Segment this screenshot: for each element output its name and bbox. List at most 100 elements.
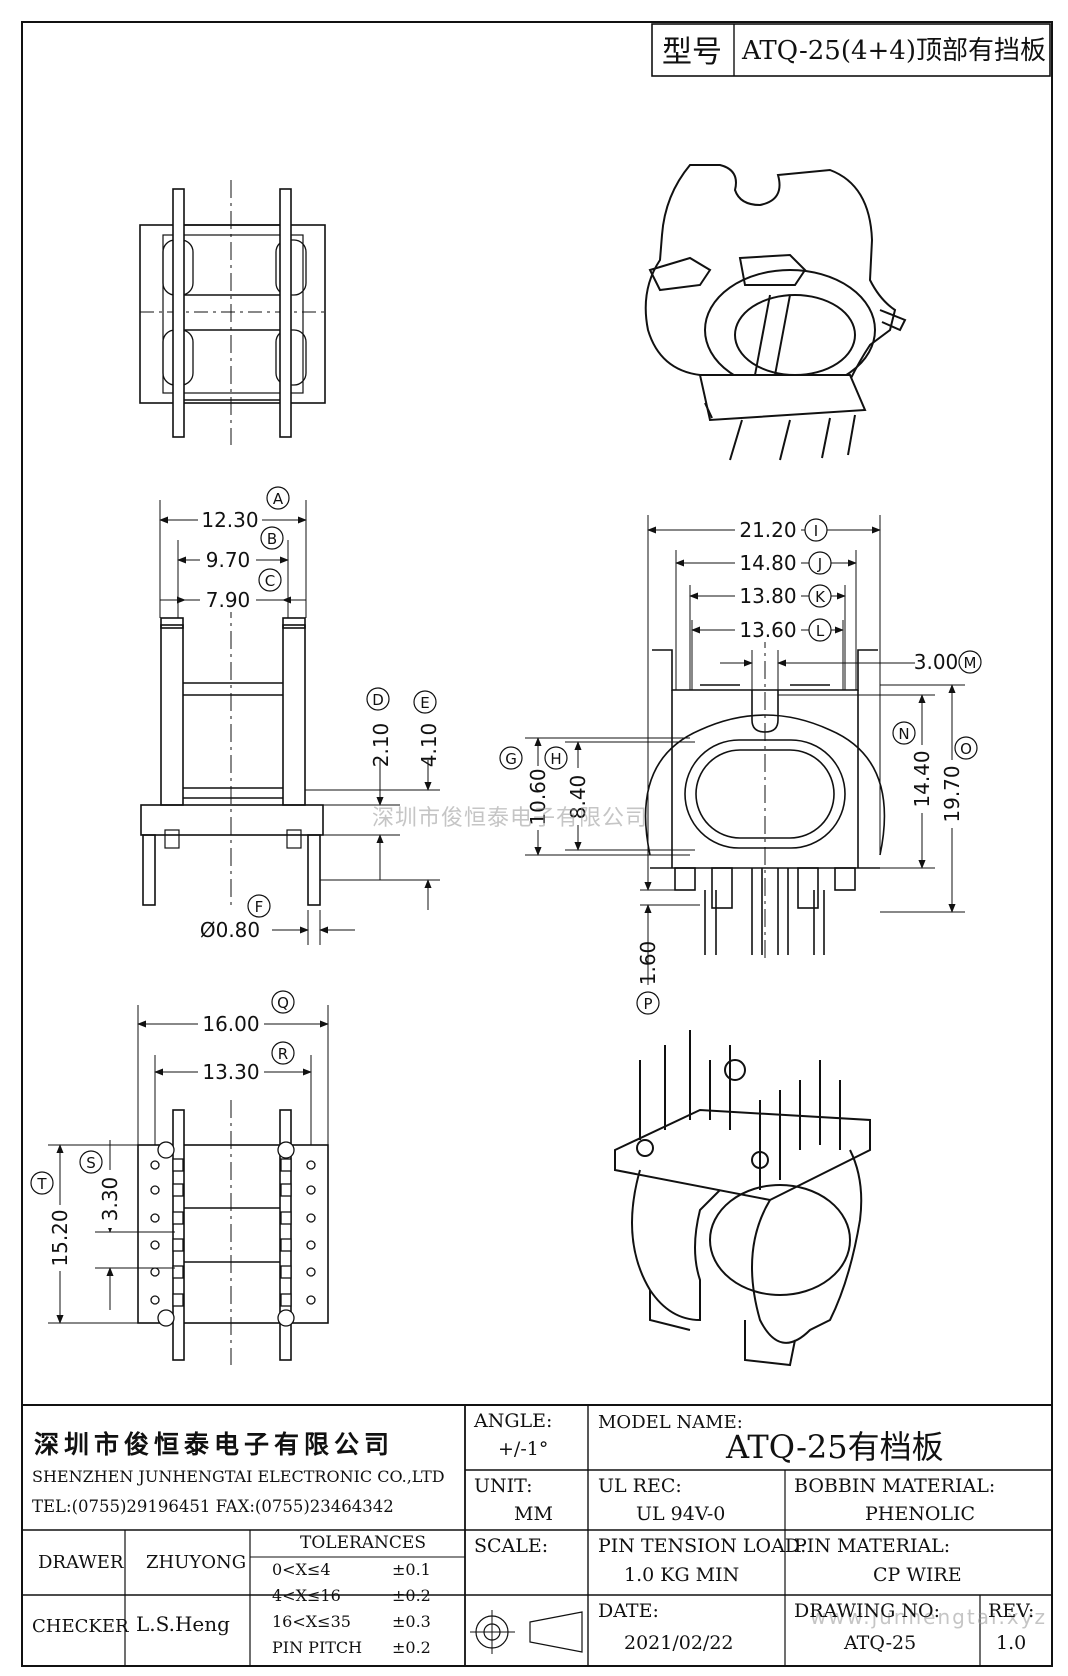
svg-text:14.40: 14.40 bbox=[910, 750, 934, 807]
pin-pad bbox=[172, 1293, 184, 1307]
svg-text:J: J bbox=[817, 555, 822, 573]
tolerance-range: 0<X≤4 bbox=[272, 1560, 331, 1579]
svg-text:O: O bbox=[960, 740, 972, 758]
pin-pad bbox=[172, 1183, 184, 1197]
model-name-label: MODEL NAME: bbox=[598, 1412, 743, 1433]
pin-hole bbox=[306, 1185, 316, 1195]
svg-text:7.90: 7.90 bbox=[206, 588, 251, 612]
scale-label: SCALE: bbox=[474, 1535, 549, 1557]
sheet-border bbox=[21, 21, 1053, 1667]
svg-text:1.60: 1.60 bbox=[636, 941, 660, 986]
tolerances-label: TOLERANCES bbox=[300, 1533, 426, 1553]
svg-text:10.60: 10.60 bbox=[526, 768, 550, 825]
pin-hole bbox=[150, 1213, 160, 1223]
svg-text:B: B bbox=[267, 530, 277, 548]
dim-A: 12.30 A bbox=[159, 486, 307, 618]
svg-text:16.00: 16.00 bbox=[202, 1012, 259, 1036]
rev-label: REV: bbox=[988, 1600, 1035, 1622]
dim-J: 14.80 J bbox=[675, 550, 857, 690]
pin-hole bbox=[306, 1240, 316, 1250]
checker-label: CHECKER bbox=[32, 1616, 129, 1637]
model-header-value: ATQ-25(4+4)顶部有挡板 bbox=[741, 36, 1046, 66]
dim-R: 13.30 R bbox=[154, 1041, 312, 1145]
model-name-value: ATQ-25有档板 bbox=[726, 1428, 944, 1466]
top-view bbox=[139, 180, 326, 445]
pin-pad bbox=[280, 1183, 292, 1197]
drawer-value: ZHUYONG bbox=[146, 1552, 247, 1573]
pin-hole bbox=[306, 1160, 316, 1170]
model-header-box: 型号 ATQ-25(4+4)顶部有挡板 bbox=[651, 23, 1051, 77]
dim-P: 1.60 P bbox=[636, 855, 700, 1015]
tolerance-range: PIN PITCH bbox=[272, 1638, 363, 1657]
dim-O: 19.70 O bbox=[880, 684, 978, 913]
svg-text:G: G bbox=[505, 750, 517, 768]
dim-S: 3.30 S bbox=[79, 1140, 175, 1310]
tolerance-value: ±0.2 bbox=[392, 1638, 431, 1657]
iso-view-top bbox=[644, 164, 907, 461]
svg-text:E: E bbox=[420, 694, 429, 712]
svg-text:13.30: 13.30 bbox=[202, 1060, 259, 1084]
pin-pad bbox=[172, 1158, 184, 1172]
company-name-en: SHENZHEN JUNHENGTAI ELECTRONIC CO.,LTD bbox=[32, 1467, 445, 1486]
tolerance-value: ±0.3 bbox=[392, 1612, 431, 1631]
svg-text:3.00: 3.00 bbox=[914, 650, 959, 674]
svg-text:P: P bbox=[643, 995, 652, 1013]
unit-label: UNIT: bbox=[474, 1475, 533, 1497]
bottom-view-pins bbox=[150, 1141, 316, 1327]
drawer-label: DRAWER bbox=[38, 1552, 124, 1573]
iso-view-bottom bbox=[614, 1030, 871, 1367]
svg-text:4.10: 4.10 bbox=[417, 723, 441, 768]
pin-hole bbox=[157, 1141, 175, 1159]
pin-tension-value: 1.0 KG MIN bbox=[624, 1564, 740, 1586]
bobbin-material-value: PHENOLIC bbox=[865, 1503, 976, 1525]
svg-text:Ø0.80: Ø0.80 bbox=[200, 918, 260, 942]
svg-text:F: F bbox=[255, 898, 264, 916]
title-block-grid bbox=[22, 1404, 1052, 1666]
svg-text:12.30: 12.30 bbox=[201, 508, 258, 532]
svg-text:L: L bbox=[816, 622, 825, 640]
drawing-no-value: ATQ-25 bbox=[844, 1632, 917, 1654]
dim-L: 13.60 L bbox=[691, 618, 844, 690]
svg-text:2.10: 2.10 bbox=[369, 723, 393, 768]
watermark-site: www.junhengtai.xyz bbox=[810, 1605, 1048, 1629]
pin-hole bbox=[150, 1240, 160, 1250]
ul-rec-label: UL REC: bbox=[598, 1475, 682, 1497]
dim-C: 7.90 C bbox=[160, 568, 306, 612]
dim-I: 21.20 I bbox=[647, 515, 881, 855]
ul-rec-value: UL 94V-0 bbox=[636, 1503, 726, 1525]
pin-material-value: CP WIRE bbox=[873, 1564, 962, 1586]
svg-text:21.20: 21.20 bbox=[739, 518, 796, 542]
pin-pad bbox=[172, 1211, 184, 1225]
dim-N: 14.40 N bbox=[778, 694, 935, 869]
pin-hole bbox=[277, 1309, 295, 1327]
bottom-view bbox=[137, 1100, 329, 1365]
date-label: DATE: bbox=[598, 1600, 659, 1622]
pin-pad bbox=[280, 1158, 292, 1172]
svg-text:14.80: 14.80 bbox=[739, 551, 796, 575]
model-header-label: 型号 bbox=[662, 35, 722, 70]
dim-H: 8.40 H bbox=[544, 741, 695, 851]
company-name-cn: 深圳市俊恒泰电子有限公司 bbox=[34, 1430, 395, 1459]
pin-hole bbox=[150, 1295, 160, 1305]
pin-hole bbox=[150, 1185, 160, 1195]
drawing-no-label: DRAWING NO: bbox=[794, 1600, 940, 1622]
pin-pad bbox=[280, 1238, 292, 1252]
svg-text:M: M bbox=[964, 654, 977, 672]
svg-text:13.60: 13.60 bbox=[739, 618, 796, 642]
date-value: 2021/02/22 bbox=[624, 1632, 734, 1654]
pin-pad bbox=[280, 1211, 292, 1225]
svg-text:T: T bbox=[36, 1175, 47, 1193]
pin-pad bbox=[172, 1265, 184, 1279]
pin-hole bbox=[306, 1213, 316, 1223]
svg-text:K: K bbox=[815, 588, 826, 606]
svg-text:13.80: 13.80 bbox=[739, 584, 796, 608]
pin-material-label: PIN MATERIAL: bbox=[794, 1535, 951, 1557]
unit-value: MM bbox=[514, 1503, 553, 1525]
angle-label: ANGLE: bbox=[474, 1410, 553, 1432]
front-view bbox=[140, 600, 324, 910]
tolerance-value: ±0.2 bbox=[392, 1586, 431, 1605]
dim-K: 13.80 K bbox=[689, 584, 846, 690]
tolerance-range: 16<X≤35 bbox=[272, 1612, 351, 1631]
dim-T: 15.20 T bbox=[30, 1144, 138, 1324]
tolerance-value: ±0.1 bbox=[392, 1560, 431, 1579]
